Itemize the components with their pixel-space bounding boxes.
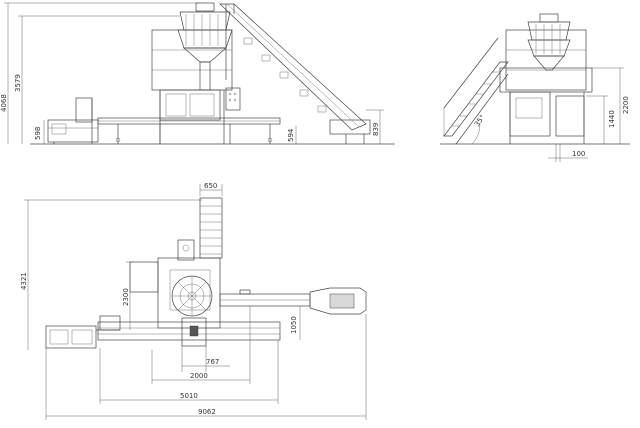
dim-9062: 9062 <box>45 314 367 420</box>
dim-767: 767 <box>181 346 230 372</box>
height-1440-dimension: 1440 <box>586 95 616 144</box>
dim-1050-label: 1050 <box>290 316 298 334</box>
width-100-dimension: 100 <box>548 144 588 162</box>
plan-view: 650 4321 <box>20 182 367 420</box>
overall-height-dimension: 4068 <box>0 2 200 144</box>
plan-frame <box>129 239 221 329</box>
plan-conveyor-table <box>97 317 281 347</box>
packing-machine <box>47 97 99 144</box>
support-frame <box>151 29 241 144</box>
side-view: 4068 3579 598 <box>0 2 395 145</box>
dim-5010-label: 5010 <box>180 392 198 400</box>
multihead-weigher <box>177 2 233 91</box>
height-2200-dimension: 2200 <box>592 67 630 144</box>
conveyor-right-label: 594 <box>287 128 295 142</box>
discharge-height-label: 839 <box>372 123 380 136</box>
stair-angle-label: 35° <box>473 113 487 128</box>
front-view: 35° 2200 <box>440 13 630 162</box>
dim-1050: 1050 <box>290 306 301 340</box>
elevator-width-label: 650 <box>204 182 217 190</box>
dim-2300: 2300 <box>122 261 134 330</box>
plan-packing-machine <box>45 315 121 349</box>
height-1440-label: 1440 <box>608 110 616 128</box>
dim-2300-label: 2300 <box>122 288 130 306</box>
width-100-label: 100 <box>572 150 585 158</box>
dim-2000: 2000 <box>151 306 251 384</box>
dim-5010: 5010 <box>99 340 279 404</box>
frame-height-label: 3579 <box>14 74 22 92</box>
incline-elevator <box>219 3 371 144</box>
overall-depth-label: 4321 <box>20 272 28 290</box>
dim-767-label: 767 <box>206 358 219 366</box>
front-multihead-weigher <box>527 13 571 71</box>
conveyor-right-dimension: 594 <box>287 126 297 144</box>
conveyor-table <box>97 117 281 144</box>
platform-height-dimension: 598 <box>34 120 45 144</box>
front-frame <box>499 29 593 144</box>
plan-elevator <box>199 197 223 259</box>
access-stairs: 35° <box>443 37 509 145</box>
dim-9062-label: 9062 <box>198 408 216 416</box>
platform-height-label: 598 <box>34 127 42 140</box>
overall-depth-dimension: 4321 <box>20 199 202 350</box>
overall-height-label: 4068 <box>0 94 8 112</box>
height-2200-label: 2200 <box>622 96 630 114</box>
dim-2000-label: 2000 <box>190 372 208 380</box>
discharge-height-dimension: 839 <box>366 109 384 144</box>
frame-height-dimension: 3579 <box>14 15 180 144</box>
elevator-width-dimension: 650 <box>199 182 223 196</box>
output-conveyor <box>219 287 367 315</box>
